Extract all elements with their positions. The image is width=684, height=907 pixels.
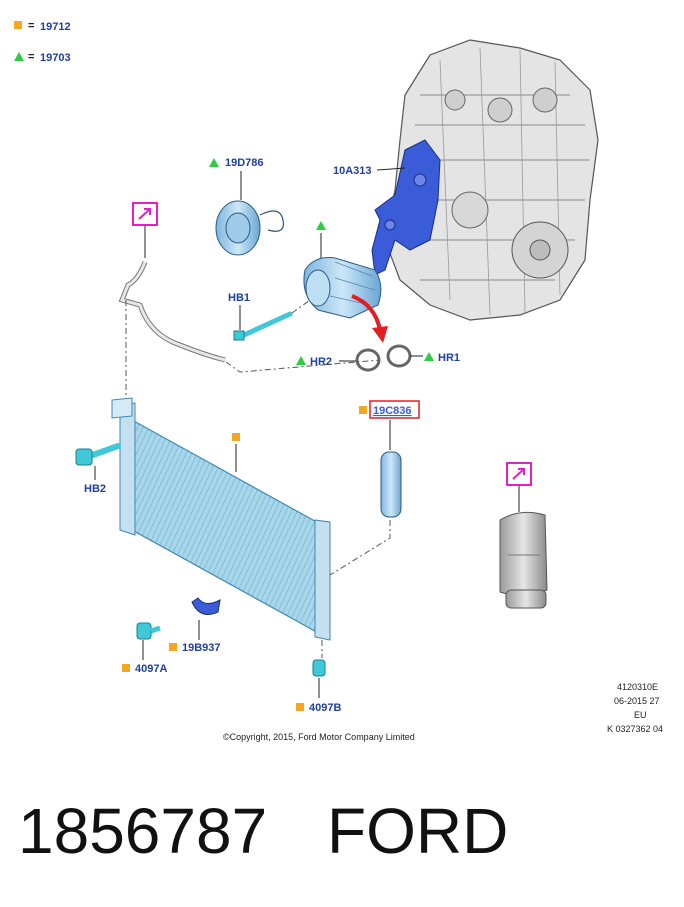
legend-square-icon bbox=[14, 21, 22, 29]
receiver-drier bbox=[380, 451, 402, 518]
drier-highlight-box bbox=[369, 400, 420, 419]
legend-code-19712: 19712 bbox=[40, 21, 71, 33]
part-number: 1856787 bbox=[18, 795, 267, 867]
valve-a-square-icon bbox=[122, 664, 130, 672]
bolt-hb2 bbox=[75, 443, 121, 466]
drawing-info-line2: 06-2015 27 bbox=[614, 696, 660, 706]
hr2-triangle-icon bbox=[296, 356, 306, 365]
brand-name: FORD bbox=[327, 795, 508, 867]
red-arrow-icon bbox=[351, 294, 382, 331]
label-bracket: 10A313 bbox=[333, 165, 372, 177]
oring-hr1 bbox=[386, 344, 412, 368]
view-detail-icon[interactable] bbox=[506, 462, 532, 486]
valve-b-square-icon bbox=[296, 703, 304, 711]
clip-square-icon bbox=[169, 643, 177, 651]
suction-hose bbox=[118, 261, 226, 363]
hr1-triangle-icon bbox=[424, 352, 434, 361]
label-valve-a: 4097A bbox=[135, 663, 167, 675]
label-oring-hr2: HR2 bbox=[310, 356, 332, 368]
legend-triangle-icon bbox=[14, 52, 24, 61]
condenser bbox=[111, 397, 331, 641]
label-oring-hr1: HR1 bbox=[438, 352, 460, 364]
bolt-hb1 bbox=[233, 311, 293, 341]
label-clip: 19B937 bbox=[182, 642, 221, 654]
drawing-info-line1: 4120310E bbox=[617, 682, 658, 692]
compressor-triangle-icon bbox=[316, 221, 326, 230]
copyright-text: ©Copyright, 2015, Ford Motor Company Lim… bbox=[223, 732, 415, 742]
legend-code-19703: 19703 bbox=[40, 52, 71, 64]
label-bolt-hb1: HB1 bbox=[228, 292, 250, 304]
legend-equals-2: = bbox=[28, 51, 34, 63]
label-drier[interactable]: 19C836 bbox=[373, 405, 412, 417]
label-clutch: 19D786 bbox=[225, 157, 264, 169]
engine-block bbox=[384, 39, 599, 321]
label-clutch-triangle-icon bbox=[209, 158, 219, 167]
condenser-square-icon bbox=[232, 433, 240, 441]
compressor-bracket bbox=[371, 139, 441, 276]
detail-canister bbox=[499, 511, 548, 609]
drier-square-icon bbox=[359, 406, 367, 414]
oring-hr2 bbox=[355, 348, 381, 372]
label-valve-b: 4097B bbox=[309, 702, 341, 714]
compressor-clutch bbox=[215, 200, 285, 256]
drawing-info-line3: EU bbox=[634, 710, 647, 720]
valve-4097a bbox=[136, 622, 161, 640]
legend: = 19712 = 19703 bbox=[14, 20, 71, 64]
drawing-info-line4: K 0327362 04 bbox=[607, 724, 663, 734]
label-bolt-hb2: HB2 bbox=[84, 483, 106, 495]
condenser-clip bbox=[191, 597, 221, 615]
valve-4097b bbox=[312, 659, 326, 677]
legend-equals-1: = bbox=[28, 20, 34, 32]
view-detail-icon[interactable] bbox=[132, 202, 158, 226]
